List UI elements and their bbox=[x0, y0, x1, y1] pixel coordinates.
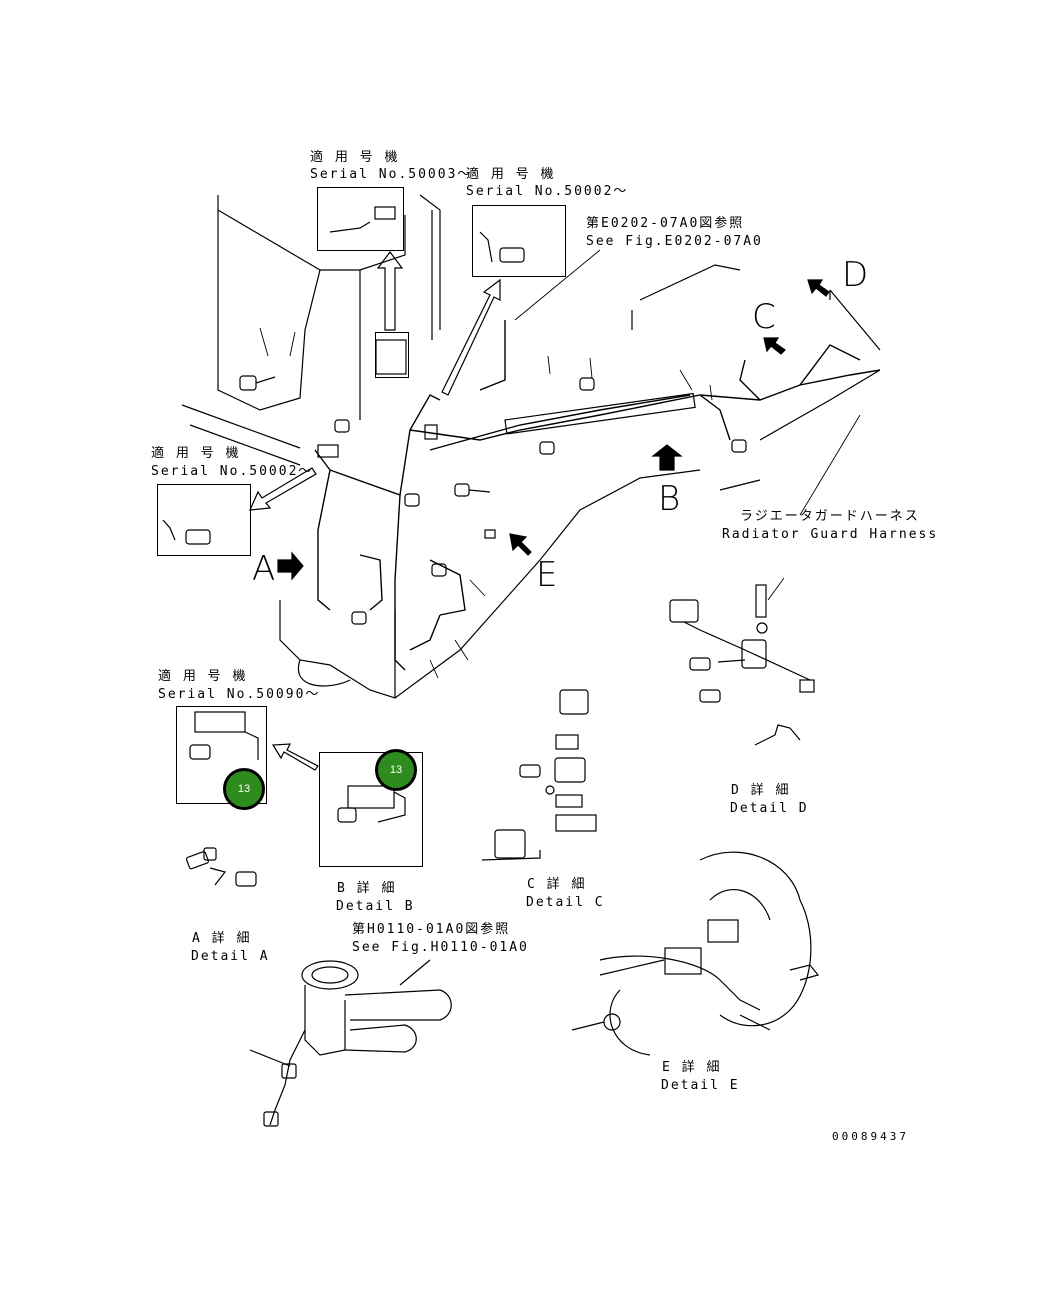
inset-serial-50002-left bbox=[157, 484, 251, 556]
inset-serial-50090 bbox=[176, 706, 267, 804]
serial-top-jp: 適 用 号 機 bbox=[310, 150, 400, 165]
detail-e-jp: E 詳 細 bbox=[662, 1060, 722, 1075]
view-arrows bbox=[249, 251, 830, 771]
leader-lines bbox=[259, 249, 861, 679]
inset-small-connector bbox=[375, 332, 409, 378]
inset-sketches bbox=[162, 206, 525, 823]
view-letter-e: E bbox=[536, 555, 558, 595]
inset-serial-50003 bbox=[317, 187, 404, 251]
see-fig-bottom-jp: 第H0110-01A0図参照 bbox=[352, 922, 511, 937]
radiator-guard-en: Radiator Guard Harness bbox=[722, 527, 939, 542]
view-letter-d: D bbox=[842, 255, 869, 295]
serial-bottom-en: Serial No.50090～ bbox=[158, 687, 321, 702]
detail-a-parts bbox=[185, 847, 257, 887]
detail-c-en: Detail C bbox=[526, 895, 605, 910]
detail-b-en: Detail B bbox=[336, 899, 415, 914]
part-callout-13-right[interactable]: 13 bbox=[375, 749, 417, 791]
view-letter-b: B bbox=[658, 479, 681, 519]
serial-top-en: Serial No.50003～ bbox=[310, 167, 473, 182]
detail-d-parts bbox=[669, 584, 815, 746]
elbow-pipe bbox=[249, 959, 452, 1127]
see-fig-bottom-en: See Fig.H0110-01A0 bbox=[352, 940, 529, 955]
serial-top2-jp: 適 用 号 機 bbox=[466, 167, 556, 182]
detail-b-box bbox=[319, 752, 423, 867]
bolt-parts bbox=[239, 375, 747, 625]
serial-bottom-jp: 適 用 号 機 bbox=[158, 669, 248, 684]
detail-d-en: Detail D bbox=[730, 801, 809, 816]
detail-d-jp: D 詳 細 bbox=[731, 783, 791, 798]
machine-frame-outline bbox=[181, 194, 881, 699]
detail-e-en: Detail E bbox=[661, 1078, 740, 1093]
serial-left-jp: 適 用 号 機 bbox=[151, 446, 241, 461]
detail-b-jp: B 詳 細 bbox=[337, 881, 397, 896]
detail-e-engine bbox=[571, 851, 820, 1056]
view-letter-c: C bbox=[752, 297, 776, 337]
radiator-guard-jp: ラジエータガードハーネス bbox=[740, 509, 920, 524]
part-callout-13-left[interactable]: 13 bbox=[223, 768, 265, 810]
detail-a-jp: A 詳 細 bbox=[192, 931, 252, 946]
drawing-number: 00089437 bbox=[832, 1130, 909, 1143]
detail-c-jp: C 詳 細 bbox=[527, 877, 587, 892]
serial-left-en: Serial No.50002～ bbox=[151, 464, 314, 479]
detail-c-parts bbox=[481, 689, 597, 861]
view-letter-a: A bbox=[252, 549, 276, 589]
inset-serial-50002-top bbox=[472, 205, 566, 277]
see-fig-top-en: See Fig.E0202-07A0 bbox=[586, 234, 763, 249]
harness-wiring bbox=[314, 320, 881, 671]
see-fig-top-jp: 第E0202-07A0図参照 bbox=[586, 216, 745, 231]
detail-a-en: Detail A bbox=[191, 949, 270, 964]
serial-top2-en: Serial No.50002～ bbox=[466, 184, 629, 199]
